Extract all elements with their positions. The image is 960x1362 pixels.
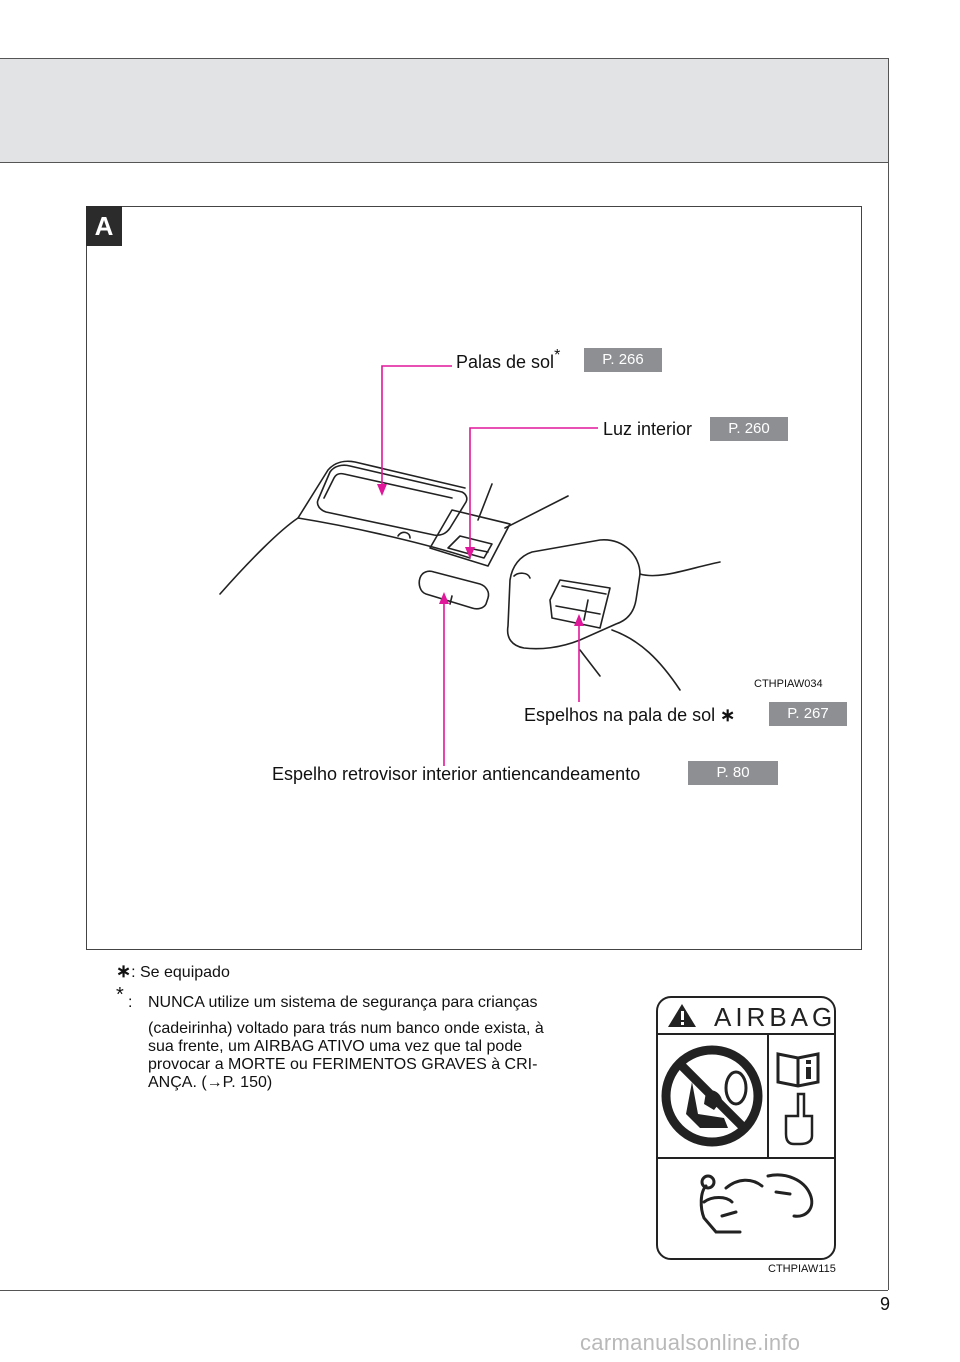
right-page-rule	[888, 58, 889, 1290]
airbag-label-title: AIRBAG	[714, 1002, 836, 1032]
footnote-warning-line-2: (cadeirinha) voltado para trás num banco…	[148, 1020, 544, 1037]
page-ref-interior-light[interactable]: P. 260	[710, 417, 788, 441]
no-rear-facing-seat-icon	[661, 1045, 763, 1147]
header-band	[0, 58, 889, 163]
footnote-warning-line-5: ANÇA. (→P. 150)	[148, 1074, 273, 1091]
section-badge: A	[86, 206, 122, 246]
asterisk-mark: ∗	[116, 961, 132, 981]
figure-code-airbag: CTHPIAW115	[768, 1263, 836, 1275]
airbag-label-graphic: AIRBAG	[656, 996, 836, 1260]
callout-vanity-mirrors-label: Espelhos na pala de sol	[524, 705, 716, 725]
page-ref-sun-visors[interactable]: P. 266	[584, 348, 662, 372]
front-seat-airbag-icon	[699, 1173, 814, 1234]
section-a-frame	[86, 206, 862, 950]
airbag-warning-label: AIRBAG	[656, 996, 836, 1260]
watermark: carmanualsonline.info	[580, 1330, 801, 1355]
footnote-warning-line-1: NUNCA utilize um sistema de segurança pa…	[148, 994, 538, 1011]
pointing-hand-icon	[784, 1092, 814, 1146]
asterisk-mark: *	[554, 347, 561, 364]
asterisk-mark: ∗	[720, 705, 736, 725]
page-ref-vanity-mirrors[interactable]: P. 267	[769, 702, 847, 726]
footnote-equipped-text: : Se equipado	[131, 964, 230, 981]
page-number: 9	[880, 1294, 891, 1314]
bottom-page-rule	[0, 1290, 888, 1291]
callout-vanity-mirrors: Espelhos na pala de sol ∗	[524, 705, 735, 726]
callout-interior-light: Luz interior	[603, 419, 693, 439]
callout-rear-view-mirror: Espelho retrovisor interior antiencandea…	[272, 764, 641, 784]
callout-sun-visors-label: Palas de sol	[456, 352, 555, 372]
footnote-warning-line-3: sua frente, um AIRBAG ATIVO uma vez que …	[148, 1038, 523, 1055]
footnote-warning-line-4: provocar a MORTE ou FERIMENTOS GRAVES à …	[148, 1056, 538, 1073]
warning-triangle-icon	[668, 1004, 696, 1027]
footnote-equipped: ∗: Se equipado	[116, 962, 230, 982]
manual-book-icon	[776, 1052, 820, 1088]
asterisk-mark: *	[116, 984, 124, 1006]
callout-sun-visors: Palas de sol*	[456, 347, 560, 373]
page-ref-rear-view-mirror[interactable]: P. 80	[688, 761, 778, 785]
footnote-warning-colon: :	[128, 994, 133, 1011]
figure-code-main: CTHPIAW034	[754, 678, 823, 690]
